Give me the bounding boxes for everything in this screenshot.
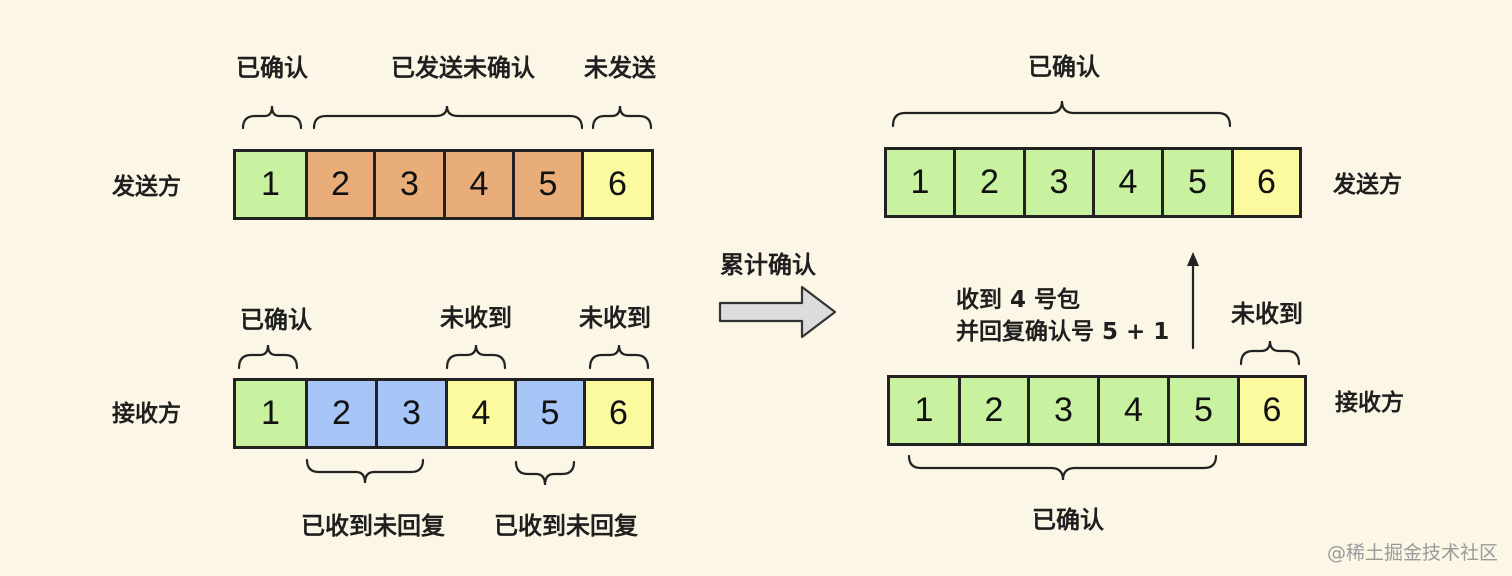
left-receiver-received-no-reply-label-b: 已收到未回复: [494, 512, 638, 540]
left-sender-cell-6: 6: [584, 152, 651, 217]
right-receiver-confirmed-label: 已确认: [1032, 506, 1104, 534]
brace-left-receiver-confirmed: [237, 344, 299, 370]
left-sender-cell-2: 2: [308, 152, 376, 217]
right-receiver-side-label: 接收方: [1335, 390, 1404, 416]
left-receiver-cell-1: 1: [236, 381, 308, 446]
left-sender-window: 1 2 3 4 5 6: [233, 149, 654, 220]
right-sender-confirmed-label: 已确认: [1028, 53, 1100, 81]
watermark: @稀土掘金技术社区: [1326, 542, 1498, 564]
brace-right-receiver-not-received: [1239, 340, 1301, 366]
cumulative-ack-arrow: [718, 285, 837, 339]
left-sender-unsent-label: 未发送: [584, 54, 656, 82]
right-receiver-cell-4: 4: [1100, 378, 1170, 443]
left-sender-cell-1: 1: [236, 152, 308, 217]
left-receiver-cell-6: 6: [586, 381, 651, 446]
brace-left-receiver-not-received-a: [445, 344, 507, 370]
left-receiver-not-received-label-a: 未收到: [440, 304, 512, 332]
right-sender-cell-5: 5: [1164, 150, 1234, 215]
brace-left-receiver-received-no-reply-b: [514, 460, 576, 486]
right-sender-cell-2: 2: [956, 150, 1026, 215]
right-sender-side-label: 发送方: [1333, 172, 1402, 198]
left-receiver-received-no-reply-label-a: 已收到未回复: [301, 512, 445, 540]
left-sender-cell-3: 3: [376, 152, 446, 217]
left-receiver-cell-2: 2: [308, 381, 378, 446]
brace-left-sender-sent-unconfirmed: [312, 105, 584, 130]
brace-right-sender-confirmed: [891, 100, 1232, 128]
left-sender-side-label: 发送方: [112, 174, 181, 200]
right-sender-cell-3: 3: [1026, 150, 1095, 215]
right-receiver-cell-5: 5: [1170, 378, 1240, 443]
left-receiver-confirmed-label: 已确认: [240, 306, 312, 334]
brace-right-receiver-confirmed: [907, 454, 1218, 481]
right-receiver-cell-1: 1: [890, 378, 961, 443]
left-sender-sent-unconfirmed-label: 已发送未确认: [391, 54, 535, 82]
left-receiver-not-received-label-b: 未收到: [579, 304, 651, 332]
right-sender-window: 1 2 3 4 5 6: [884, 147, 1302, 218]
brace-left-receiver-received-no-reply-a: [305, 458, 425, 484]
left-sender-cell-5: 5: [515, 152, 584, 217]
right-sender-cell-1: 1: [887, 150, 956, 215]
ack-up-arrow-head: [1187, 252, 1199, 266]
left-sender-confirmed-label: 已确认: [236, 54, 308, 82]
cumulative-ack-label: 累计确认: [720, 251, 816, 279]
right-sender-cell-4: 4: [1095, 150, 1164, 215]
left-receiver-side-label: 接收方: [112, 401, 181, 427]
right-sender-cell-6: 6: [1234, 150, 1299, 215]
brace-left-receiver-not-received-b: [588, 344, 650, 370]
left-sender-cell-4: 4: [446, 152, 515, 217]
right-receiver-cell-3: 3: [1030, 378, 1100, 443]
left-receiver-cell-3: 3: [378, 381, 448, 446]
right-receiver-not-received-label: 未收到: [1231, 300, 1303, 328]
brace-left-sender-confirmed: [241, 105, 303, 130]
ack-note-line1: 收到 4 号包: [956, 287, 1081, 313]
left-receiver-cell-5: 5: [517, 381, 586, 446]
right-receiver-cell-2: 2: [961, 378, 1030, 443]
brace-left-sender-unsent: [591, 105, 653, 130]
left-receiver-window: 1 2 3 4 5 6: [233, 378, 654, 449]
ack-note-line2: 并回复确认号 5 + 1: [956, 319, 1170, 345]
right-receiver-window: 1 2 3 4 5 6: [887, 375, 1307, 446]
right-receiver-cell-6: 6: [1240, 378, 1304, 443]
left-receiver-cell-4: 4: [448, 381, 517, 446]
